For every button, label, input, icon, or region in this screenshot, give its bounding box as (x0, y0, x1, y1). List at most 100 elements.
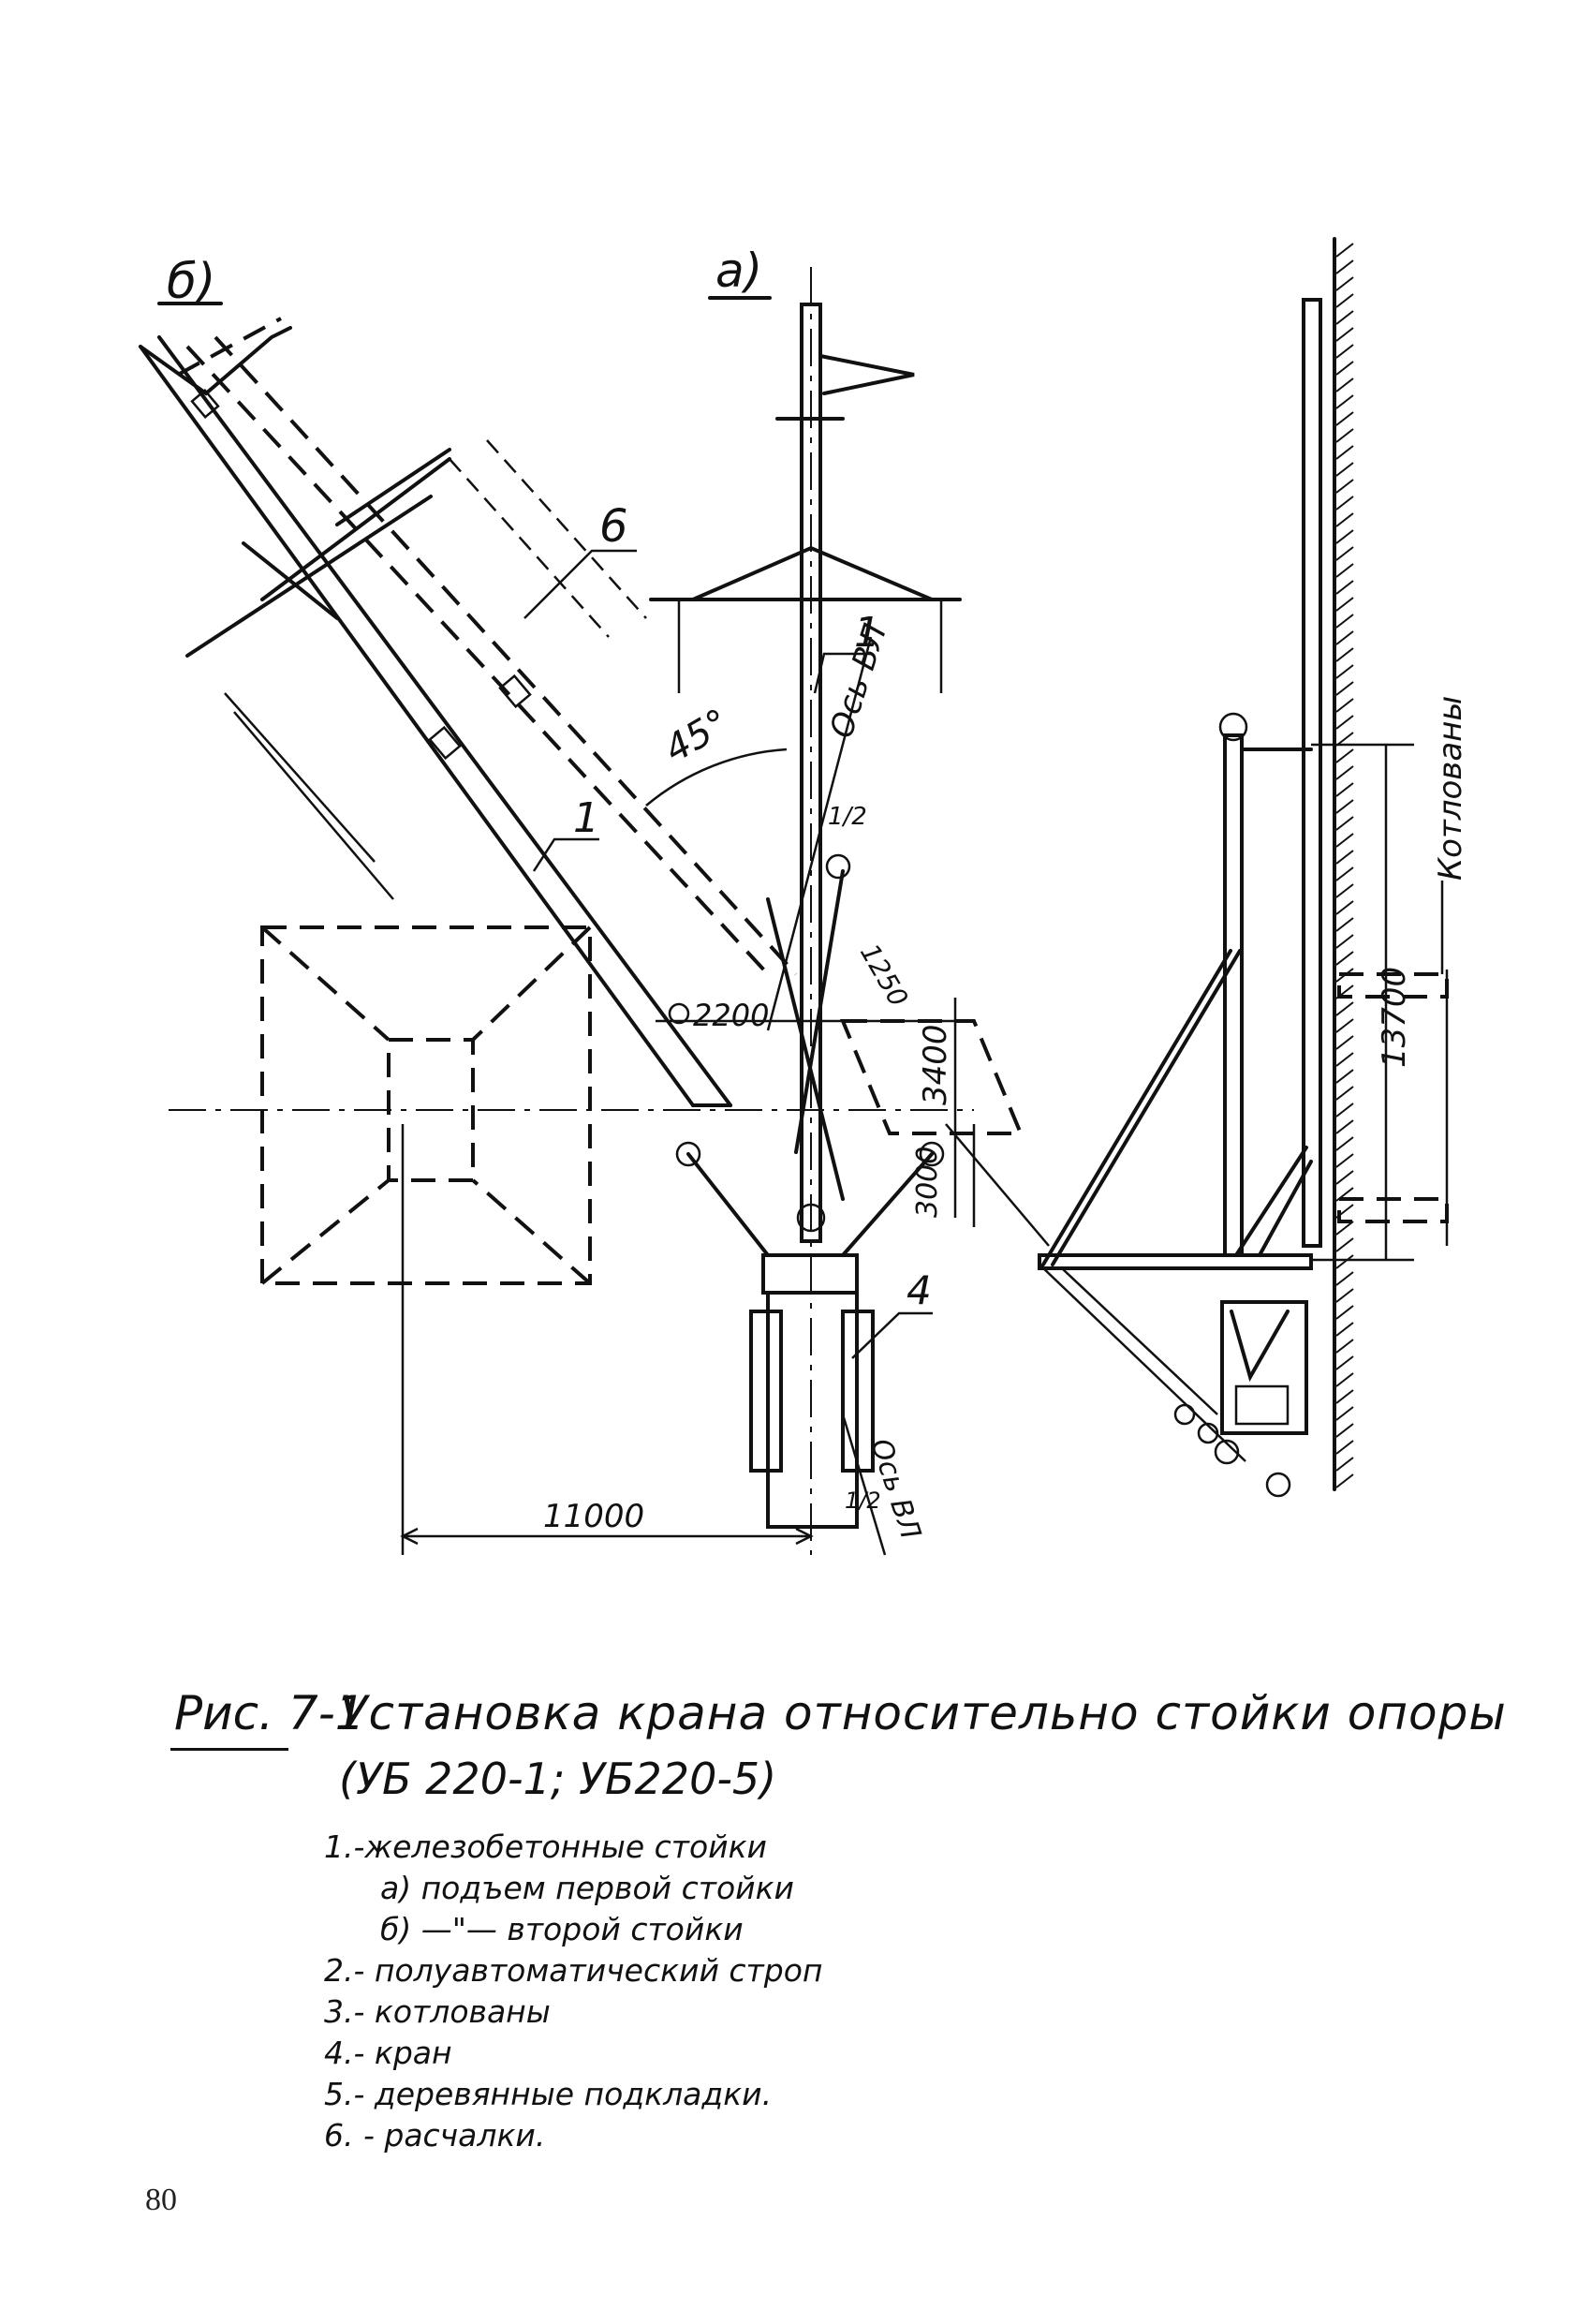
crossarm-1 (185, 495, 433, 658)
half-mark-bottom: 1/2 (845, 1488, 881, 1514)
ground-hatch-stroke (1335, 1457, 1354, 1472)
axis-label-top: Ось ВЛ (823, 619, 895, 742)
ground-hatch-stroke (1335, 546, 1354, 561)
ground-hatch-stroke (1335, 681, 1354, 696)
crane-mast-head (1218, 712, 1248, 742)
crane-base (1038, 1253, 1313, 1270)
legend-subitem: б) —"— второй стойки (380, 1911, 744, 1947)
dim-11000: 11000 (543, 1498, 644, 1535)
ground-hatch-stroke (1335, 1119, 1354, 1134)
side-elevation: 13700 Котлованы (945, 237, 1469, 1498)
half-mark-top: 1/2 (828, 803, 867, 831)
side-pulley-3 (1214, 1439, 1240, 1465)
legend-item: 3.- котлованы (324, 1993, 551, 2030)
legend-item: 2.- полуавтоматический строп (324, 1952, 823, 1989)
ground-hatch-stroke (1335, 1069, 1354, 1084)
ground-hatch-stroke (1335, 1339, 1354, 1354)
crossarm-braces (691, 545, 934, 601)
pit-side-2 (1337, 1197, 1449, 1223)
clamp-1 (428, 725, 462, 761)
ground-hatch-stroke (1335, 1271, 1354, 1286)
guy-line-2 (233, 711, 394, 900)
outrigger-pad-left (675, 1141, 701, 1167)
figure-subtitle: (УБ 220-1; УБ220-5) (339, 1754, 777, 1804)
callout-1-left-leader (532, 837, 599, 872)
ground-hatch-stroke (1335, 698, 1354, 713)
ground-hatch-stroke (1335, 243, 1354, 258)
side-pulley-4 (1265, 1472, 1291, 1498)
ground-hatch-stroke (1335, 1254, 1354, 1269)
ground-hatch-stroke (1335, 630, 1354, 645)
ground-hatch-stroke (1335, 1423, 1354, 1438)
ground-hatch-stroke (1335, 293, 1354, 308)
outrigger-pad-right (919, 1141, 945, 1167)
ground-hatch-stroke (1335, 1221, 1354, 1236)
guy-line-dashed-1 (449, 458, 610, 638)
ground-hatch-stroke (1335, 428, 1354, 443)
page-number: 80 (145, 2183, 177, 2217)
crane-boom (1041, 949, 1232, 1266)
ground-hatch-stroke (1335, 1001, 1354, 1016)
ground-hatch-stroke (1335, 866, 1354, 881)
crane-boom-2 (1051, 949, 1242, 1266)
legend-subitem: а) подъем первой стойки (380, 1870, 794, 1906)
angle-arc (645, 748, 788, 807)
ground-hatch-stroke (1335, 614, 1354, 629)
ground-hatch-stroke (1335, 1372, 1354, 1387)
crane-mast (1223, 733, 1244, 1257)
crane-strut-2 (1258, 1160, 1313, 1257)
crane-cab-window (1230, 1310, 1290, 1383)
ground-hatch-stroke (1335, 934, 1354, 949)
dim-11000-arrow-left (400, 1527, 419, 1546)
rigging-1 (794, 869, 845, 1154)
callout-4-leader (851, 1311, 933, 1359)
clamp-3 (190, 389, 220, 419)
view-b: б) 6 1 45° (139, 254, 798, 1107)
ground-hatch-stroke (1335, 580, 1354, 595)
ground-hatch-stroke (1335, 715, 1354, 730)
ground-hatch-stroke (1335, 647, 1354, 662)
ground-hatch-stroke (1335, 327, 1354, 342)
callout-1-center-leader (813, 652, 871, 694)
crane-strut (1234, 1146, 1308, 1257)
ground-hatch-stroke (1335, 1086, 1354, 1101)
ground-hatch-stroke (1335, 259, 1354, 274)
ground-hatch-stroke (1335, 1136, 1354, 1151)
pit-edge-1 (260, 925, 391, 1042)
crane-cab (1220, 1300, 1308, 1435)
pit-edge-3 (260, 1178, 391, 1285)
ground-hatch-stroke (1335, 597, 1354, 612)
ground-hatch-stroke (1335, 479, 1354, 494)
butt-position-box (840, 1019, 1024, 1135)
crane-track-right (841, 1310, 875, 1473)
ground-hatch-stroke (1335, 917, 1354, 932)
side-sling (1039, 1264, 1246, 1462)
side-pulley-1 (1173, 1403, 1196, 1426)
inclined-pole-edge-left (139, 345, 695, 1107)
pit-edge-4 (471, 1178, 592, 1285)
ground-hatch-stroke (1335, 951, 1354, 966)
ground-hatch-stroke (1335, 529, 1354, 544)
ground-hatch-stroke (1335, 883, 1354, 898)
ground-hatch-stroke (1335, 1473, 1354, 1488)
ground-hatch-stroke (1335, 344, 1354, 359)
pole-head (139, 326, 292, 396)
side-ray (945, 1123, 1050, 1247)
legend-item: 1.-железобетонные стойки (324, 1828, 768, 1865)
ground-hatch-stroke (1335, 462, 1354, 477)
crane-body (766, 1291, 859, 1529)
callout-4: 4 (907, 1267, 932, 1313)
ground-hatch-stroke (1335, 732, 1354, 747)
ground-hatch-stroke (1335, 1018, 1354, 1033)
ground-hatch-stroke (1335, 664, 1354, 679)
side-sling-2 (1062, 1268, 1218, 1415)
dim-2200-marker (668, 1002, 690, 1025)
ground-hatch-stroke (1335, 816, 1354, 831)
ground-hatch-stroke (1335, 850, 1354, 865)
legend-item: 6. - расчалки. (324, 2117, 546, 2154)
ground-hatch-stroke (1335, 496, 1354, 511)
ground-hatch-stroke (1335, 1389, 1354, 1404)
ground-hatch-stroke (1335, 377, 1354, 392)
axis-vl-bottom-line (841, 1414, 887, 1556)
view-a-label: а) (715, 244, 762, 298)
